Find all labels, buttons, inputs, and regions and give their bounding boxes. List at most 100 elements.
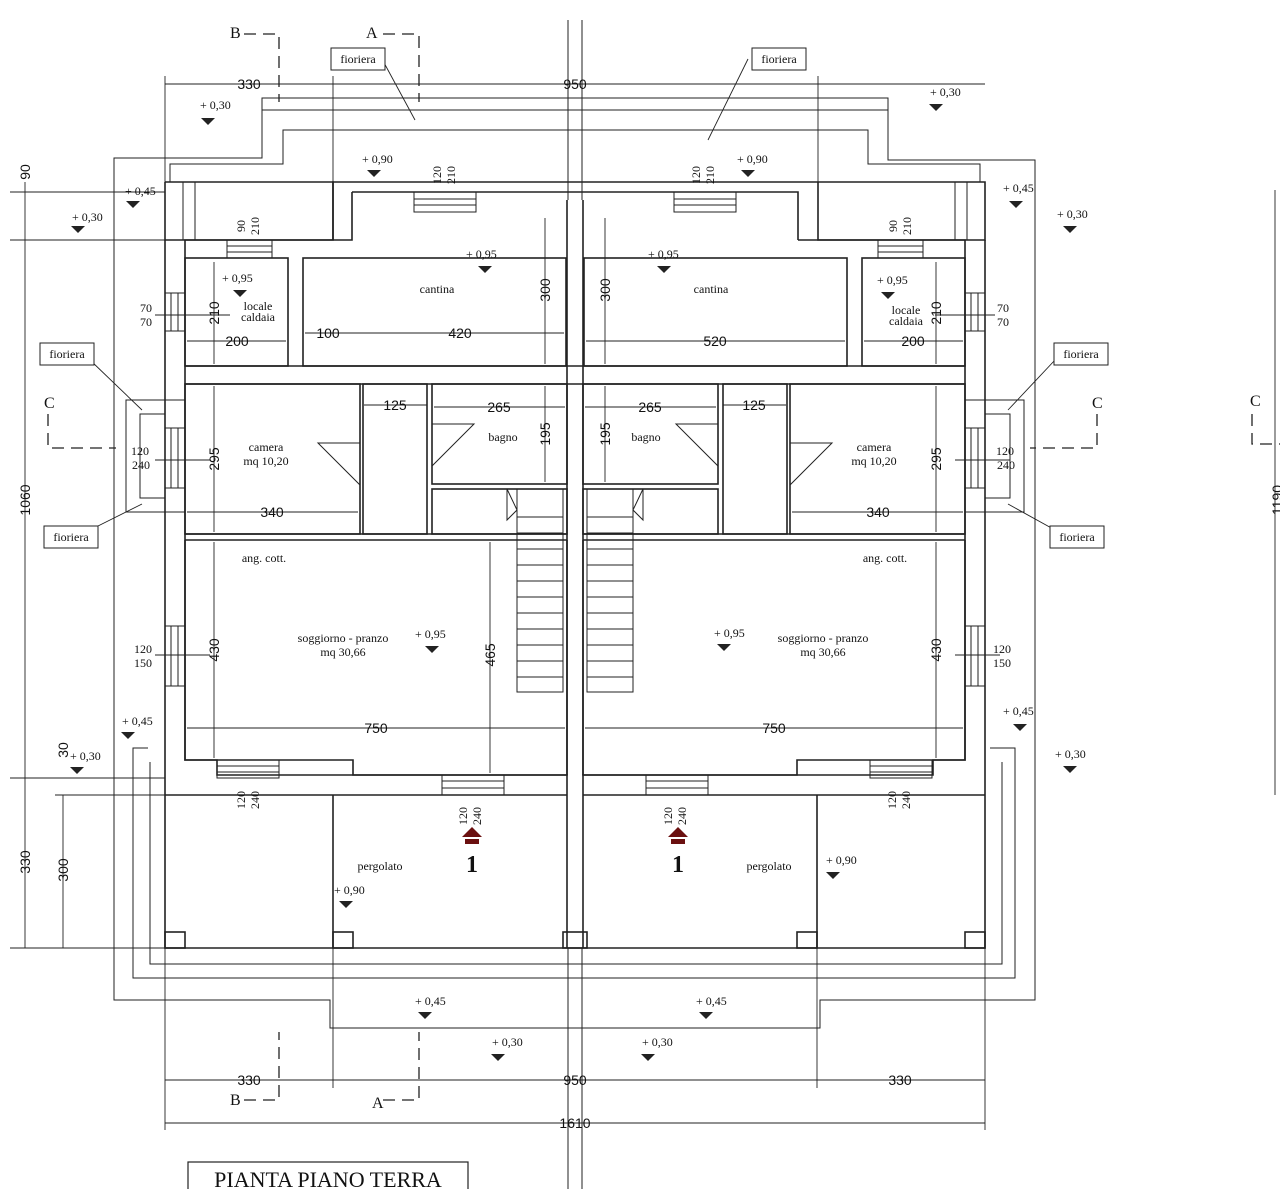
svg-text:295: 295 bbox=[928, 447, 944, 471]
room-soggiorno: soggiorno - pranzo bbox=[778, 631, 869, 645]
svg-text:150: 150 bbox=[993, 656, 1011, 670]
level-marker-icon bbox=[491, 1054, 505, 1061]
section-mark-c: C bbox=[1092, 395, 1103, 412]
svg-text:120: 120 bbox=[134, 642, 152, 656]
svg-text:240: 240 bbox=[675, 807, 689, 825]
level-label: + 0,30 bbox=[1057, 207, 1088, 221]
svg-text:330: 330 bbox=[237, 76, 261, 92]
svg-text:330: 330 bbox=[888, 1072, 912, 1088]
svg-text:70: 70 bbox=[997, 301, 1009, 315]
drawing-title: PIANTA PIANO TERRA bbox=[187, 1161, 469, 1189]
svg-text:300: 300 bbox=[597, 278, 613, 302]
svg-text:200: 200 bbox=[901, 333, 925, 349]
svg-text:120: 120 bbox=[993, 642, 1011, 656]
level-label: + 0,90 bbox=[362, 152, 393, 166]
level-label: + 0,30 bbox=[72, 210, 103, 224]
svg-text:1060: 1060 bbox=[17, 484, 33, 515]
dimension-values: 330 950 330 950 330 1610 200 100 420 520… bbox=[131, 76, 1015, 1131]
level-label: + 0,45 bbox=[696, 994, 727, 1008]
svg-text:300: 300 bbox=[55, 858, 71, 882]
level-marker-icon bbox=[657, 266, 671, 273]
level-marker-icon bbox=[826, 872, 840, 879]
room-locale-caldaia: caldaia bbox=[889, 314, 924, 328]
section-mark-a: A bbox=[372, 1095, 384, 1112]
level-marker-icon bbox=[929, 104, 943, 111]
outer-outlines bbox=[113, 97, 1036, 1029]
level-marker-icon bbox=[641, 1054, 655, 1061]
building-walls bbox=[164, 181, 986, 949]
svg-text:30: 30 bbox=[55, 742, 71, 758]
svg-text:750: 750 bbox=[762, 720, 786, 736]
level-label: + 0,90 bbox=[826, 853, 857, 867]
callout-fioriera: fioriera bbox=[1053, 342, 1109, 366]
svg-text:210: 210 bbox=[206, 301, 222, 325]
room-camera: camera bbox=[857, 440, 892, 454]
svg-text:120: 120 bbox=[131, 444, 149, 458]
room-bagno: bagno bbox=[488, 430, 517, 444]
level-label: + 0,45 bbox=[1003, 704, 1034, 718]
section-mark-b: B bbox=[230, 25, 241, 42]
section-mark-c: C bbox=[1250, 393, 1261, 410]
level-label: + 0,95 bbox=[648, 247, 679, 261]
level-marker-icon bbox=[1013, 724, 1027, 731]
room-bagno: bagno bbox=[631, 430, 660, 444]
svg-text:210: 210 bbox=[900, 217, 914, 235]
level-label: + 0,95 bbox=[877, 273, 908, 287]
windows bbox=[125, 182, 1025, 796]
staircases bbox=[516, 488, 634, 693]
room-locale-caldaia: locale bbox=[892, 303, 921, 317]
svg-text:90: 90 bbox=[17, 164, 33, 180]
level-marker-icon bbox=[717, 644, 731, 651]
level-label: + 0,30 bbox=[642, 1035, 673, 1049]
svg-text:fioriera: fioriera bbox=[49, 347, 85, 361]
svg-text:1190: 1190 bbox=[1269, 485, 1280, 515]
svg-text:750: 750 bbox=[364, 720, 388, 736]
level-label: + 0,30 bbox=[930, 85, 961, 99]
svg-text:90: 90 bbox=[886, 220, 900, 232]
level-marker-icon bbox=[881, 292, 895, 299]
room-camera-area: mq 10,20 bbox=[243, 454, 288, 468]
room-soggiorno-area: mq 30,66 bbox=[320, 645, 365, 659]
svg-text:210: 210 bbox=[444, 166, 458, 184]
room-soggiorno-area: mq 30,66 bbox=[800, 645, 845, 659]
svg-text:295: 295 bbox=[206, 447, 222, 471]
svg-text:fioriera: fioriera bbox=[53, 530, 89, 544]
callout-fioriera: fioriera bbox=[751, 47, 807, 71]
svg-text:fioriera: fioriera bbox=[340, 52, 376, 66]
svg-text:70: 70 bbox=[140, 301, 152, 315]
svg-text:70: 70 bbox=[140, 315, 152, 329]
svg-text:265: 265 bbox=[638, 399, 662, 415]
level-marker-icon bbox=[201, 118, 215, 125]
level-label: + 0,95 bbox=[714, 626, 745, 640]
svg-text:120: 120 bbox=[456, 807, 470, 825]
level-marker-icon bbox=[418, 1012, 432, 1019]
level-marker-icon bbox=[70, 767, 84, 774]
level-marker-icon bbox=[71, 226, 85, 233]
level-label: + 0,90 bbox=[737, 152, 768, 166]
svg-text:100: 100 bbox=[316, 325, 340, 341]
level-marker-icon bbox=[741, 170, 755, 177]
entrance-markers bbox=[462, 827, 688, 844]
svg-text:420: 420 bbox=[448, 325, 472, 341]
level-label: + 0,45 bbox=[1003, 181, 1034, 195]
level-label: + 0,95 bbox=[222, 271, 253, 285]
svg-text:210: 210 bbox=[703, 166, 717, 184]
level-label: + 0,30 bbox=[200, 98, 231, 112]
room-pergolato: pergolato bbox=[746, 859, 791, 873]
svg-text:120: 120 bbox=[430, 166, 444, 184]
axis-lines bbox=[567, 20, 583, 1189]
svg-text:330: 330 bbox=[17, 850, 33, 874]
svg-text:240: 240 bbox=[899, 791, 913, 809]
staircase bbox=[516, 488, 564, 693]
section-mark-a: A bbox=[366, 25, 378, 42]
level-label: + 0,95 bbox=[466, 247, 497, 261]
entrance-number: 1 bbox=[672, 852, 684, 878]
level-marker-icon bbox=[126, 201, 140, 208]
callout-fioriera: fioriera bbox=[1049, 525, 1105, 549]
level-label: + 0,45 bbox=[125, 184, 156, 198]
level-marker-icon bbox=[339, 901, 353, 908]
svg-text:120: 120 bbox=[885, 791, 899, 809]
svg-text:430: 430 bbox=[928, 638, 944, 662]
level-label: + 0,45 bbox=[415, 994, 446, 1008]
